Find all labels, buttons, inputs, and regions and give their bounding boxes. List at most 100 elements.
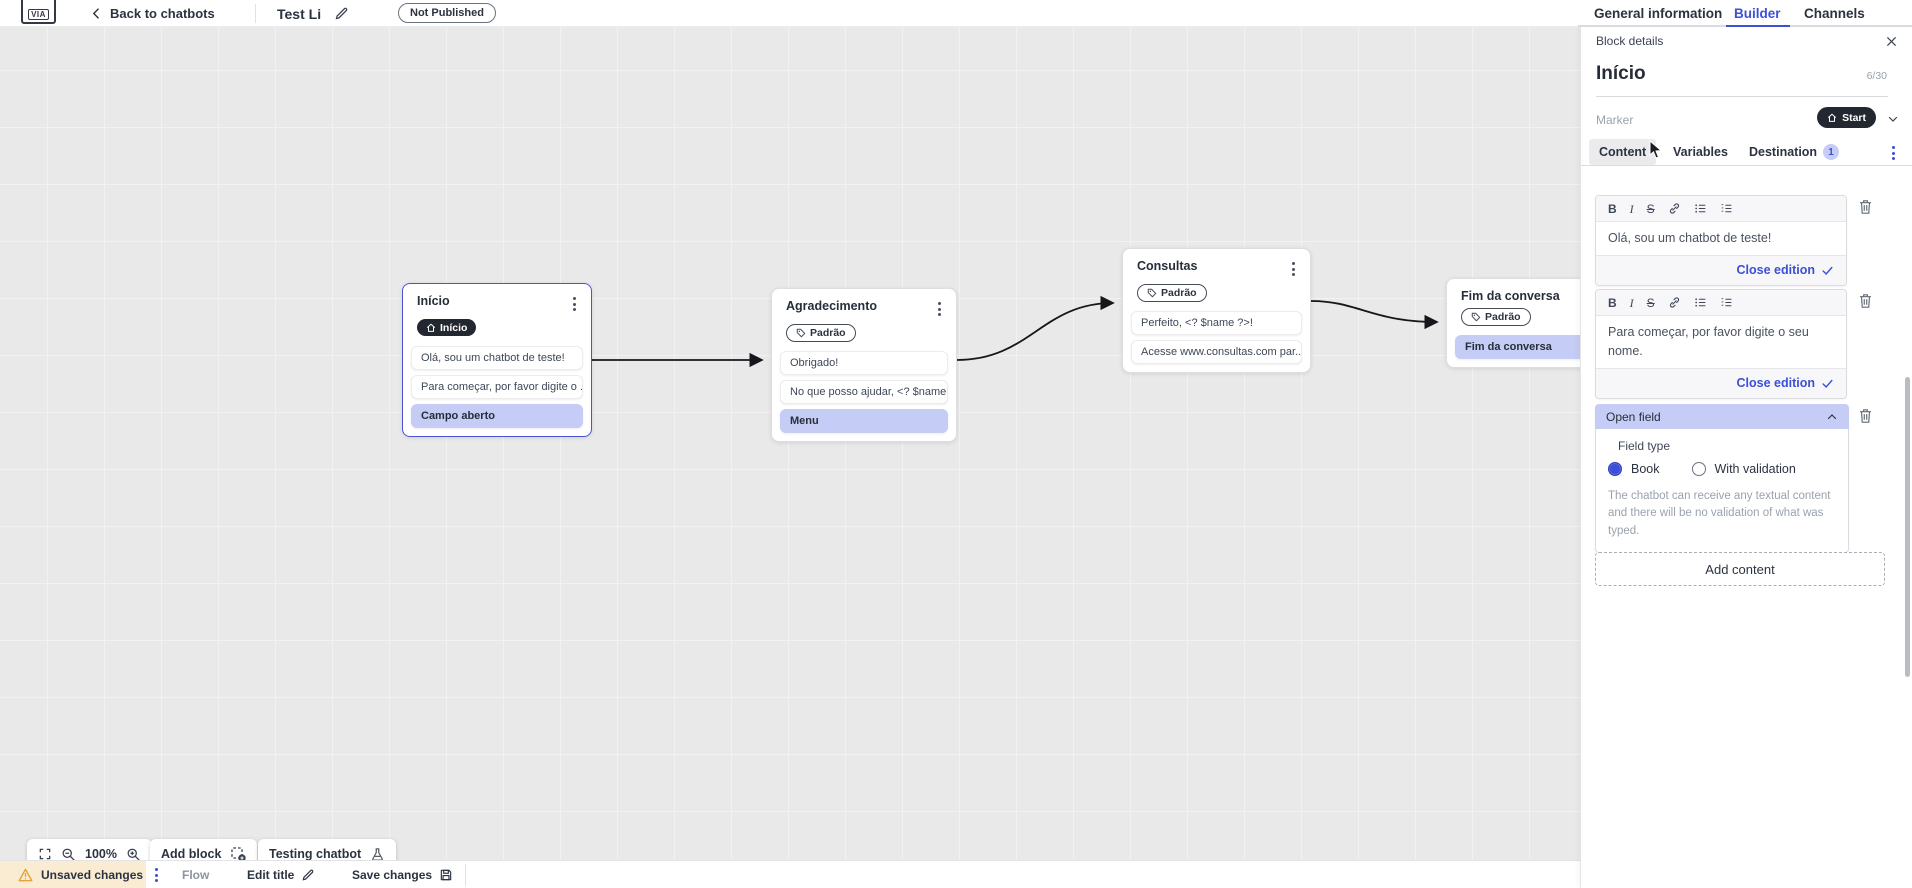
- strikethrough-icon[interactable]: S: [1646, 295, 1655, 310]
- panel-title: Block details: [1596, 34, 1664, 48]
- tag-pill: Padrão: [1137, 284, 1207, 302]
- block-content-item[interactable]: Obrigado!: [780, 351, 948, 375]
- block-title: Consultas: [1137, 259, 1198, 273]
- block-open-field-item[interactable]: Campo aberto: [411, 403, 583, 428]
- publish-status-badge: Not Published: [398, 3, 496, 23]
- flask-icon: [372, 847, 383, 860]
- connection-lines: [592, 295, 1439, 368]
- panel-scrollbar-thumb[interactable]: [1905, 377, 1910, 677]
- open-field-header[interactable]: Open field: [1595, 404, 1849, 429]
- panel-tab-content[interactable]: Content: [1589, 139, 1657, 165]
- editor-toolbar: B I S: [1596, 290, 1846, 316]
- text-content-editor: B I S Para começar, por favor digite o s…: [1595, 289, 1847, 399]
- edit-title-icon[interactable]: [334, 0, 349, 27]
- save-changes-button[interactable]: Save changes: [352, 861, 453, 888]
- block-content-item[interactable]: Acesse www.consultas.com par...: [1131, 340, 1302, 364]
- tag-icon: [1471, 312, 1481, 322]
- flow-block-inicio[interactable]: Início Início Olá, sou um chatbot de tes…: [402, 283, 592, 437]
- block-title: Início: [417, 294, 450, 308]
- flow-block-agradecimento[interactable]: Agradecimento Padrão Obrigado! No que po…: [771, 288, 957, 442]
- field-type-help-text: The chatbot can receive any textual cont…: [1608, 490, 1831, 537]
- chatbot-title: Test Li: [277, 5, 322, 22]
- marker-select[interactable]: Start: [1817, 107, 1876, 128]
- testing-chatbot-button[interactable]: Testing chatbot: [258, 839, 397, 860]
- home-icon: [1827, 113, 1837, 122]
- block-details-panel: Block details Início 6/30 Marker Start C…: [1580, 27, 1912, 888]
- panel-tab-variables[interactable]: Variables: [1673, 145, 1728, 159]
- block-name-input[interactable]: Início: [1596, 63, 1646, 84]
- marker-label: Marker: [1596, 113, 1634, 127]
- panel-tab-destination[interactable]: Destination 1: [1739, 139, 1849, 165]
- status-bar: Unsaved changes Flow Edit title Save cha…: [0, 860, 1580, 888]
- open-field-body: Field type Book With validation The chat…: [1595, 429, 1849, 553]
- italic-icon[interactable]: I: [1629, 295, 1634, 310]
- flow-block-consultas[interactable]: Consultas Padrão Perfeito, <? $name ?>! …: [1122, 248, 1311, 373]
- check-icon: [1822, 379, 1833, 388]
- panel-tabs-underline: [1581, 165, 1912, 166]
- link-icon[interactable]: [1668, 296, 1681, 309]
- statusbar-divider: [465, 864, 466, 886]
- home-icon: [426, 323, 436, 332]
- delete-content-icon[interactable]: [1858, 199, 1873, 215]
- pencil-icon: [335, 7, 348, 20]
- tab-general-information[interactable]: General information: [1594, 5, 1723, 21]
- tab-builder[interactable]: Builder: [1734, 5, 1781, 21]
- zoom-level-label: 100%: [85, 847, 117, 860]
- back-chevron-icon: [92, 8, 99, 19]
- block-menu-icon[interactable]: [935, 299, 944, 319]
- delete-open-field-icon[interactable]: [1858, 408, 1873, 424]
- zoom-out-icon[interactable]: [61, 847, 76, 861]
- block-end-item[interactable]: Fim da conversa: [1455, 335, 1580, 359]
- tab-channels[interactable]: Channels: [1804, 5, 1865, 21]
- editor-text[interactable]: Olá, sou um chatbot de teste!: [1596, 222, 1846, 255]
- radio-with-validation[interactable]: [1691, 462, 1706, 476]
- top-bar: VIA Back to chatbots Test Li Not Publish…: [0, 0, 1912, 27]
- bullet-list-icon[interactable]: [1694, 202, 1707, 215]
- edit-title-button[interactable]: Edit title: [247, 861, 315, 888]
- editor-text[interactable]: Para começar, por favor digite o seu nom…: [1596, 316, 1846, 368]
- link-icon[interactable]: [1668, 202, 1681, 215]
- panel-header: Block details: [1581, 27, 1912, 55]
- block-menu-icon[interactable]: [1289, 259, 1298, 279]
- block-menu-item[interactable]: Menu: [780, 409, 948, 433]
- chevron-up-icon[interactable]: [1826, 411, 1838, 423]
- field-type-label: Field type: [1618, 439, 1671, 453]
- statusbar-menu-button[interactable]: [152, 861, 161, 888]
- flow-canvas[interactable]: Início Início Olá, sou um chatbot de tes…: [0, 27, 1580, 860]
- radio-book[interactable]: [1608, 462, 1622, 476]
- block-title: Agradecimento: [786, 299, 877, 313]
- bold-icon[interactable]: B: [1608, 201, 1617, 216]
- add-content-button[interactable]: Add content: [1595, 552, 1885, 586]
- connection-agradecimento-consultas: [956, 295, 1115, 361]
- numbered-list-icon[interactable]: [1720, 202, 1733, 215]
- character-counter: 6/30: [1866, 70, 1887, 82]
- italic-icon[interactable]: I: [1629, 201, 1634, 216]
- add-block-icon: [231, 847, 247, 860]
- bold-icon[interactable]: B: [1608, 295, 1617, 310]
- check-icon: [1822, 266, 1833, 275]
- delete-content-icon[interactable]: [1858, 293, 1873, 309]
- block-content-item[interactable]: Para começar, por favor digite o ...: [411, 374, 583, 399]
- strikethrough-icon[interactable]: S: [1646, 201, 1655, 216]
- flow-block-fim-da-conversa[interactable]: Fim da conversa Padrão Fim da conversa: [1446, 278, 1580, 368]
- connection-consultas-fim: [1310, 300, 1439, 330]
- close-edition-button[interactable]: Close edition: [1736, 263, 1815, 278]
- close-icon[interactable]: [1885, 35, 1898, 48]
- back-to-chatbots-button[interactable]: Back to chatbots: [90, 0, 215, 27]
- add-block-button[interactable]: Add block: [150, 839, 258, 860]
- numbered-list-icon[interactable]: [1720, 296, 1733, 309]
- chevron-down-icon[interactable]: [1887, 113, 1899, 125]
- block-menu-icon[interactable]: [570, 294, 579, 314]
- panel-menu-icon[interactable]: [1889, 143, 1898, 163]
- fullscreen-icon[interactable]: [38, 847, 52, 860]
- block-content-item[interactable]: Olá, sou um chatbot de teste!: [411, 345, 583, 370]
- block-content-item[interactable]: Perfeito, <? $name ?>!: [1131, 311, 1302, 335]
- save-icon: [440, 869, 452, 881]
- flow-view-label[interactable]: Flow: [182, 868, 210, 882]
- editor-toolbar: B I S: [1596, 196, 1846, 222]
- close-edition-button[interactable]: Close edition: [1736, 376, 1815, 390]
- block-content-item[interactable]: No que posso ajudar, <? $name ...: [780, 380, 948, 404]
- zoom-in-icon[interactable]: [126, 847, 141, 861]
- bullet-list-icon[interactable]: [1694, 296, 1707, 309]
